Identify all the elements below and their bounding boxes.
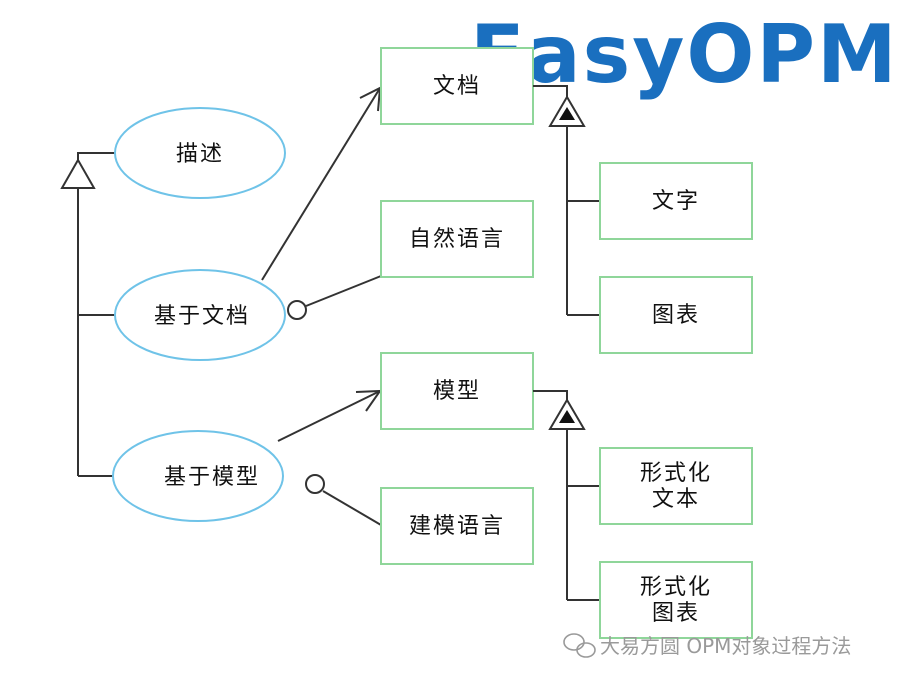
box-model: 模型 [380, 352, 534, 430]
ellipse-describe-label: 描述 [176, 142, 224, 167]
box-document-label: 文档 [433, 74, 481, 99]
generalization-connector-model [533, 390, 600, 601]
box-chart-label: 图表 [652, 303, 700, 328]
box-text: 文字 [599, 162, 753, 240]
box-natural-language: 自然语言 [380, 200, 534, 278]
ellipse-describe: 描述 [114, 107, 286, 199]
box-formal-chart: 形式化 图表 [599, 561, 753, 639]
box-natural-language-label: 自然语言 [409, 227, 505, 252]
ellipse-doc-based-label: 基于文档 [154, 304, 250, 329]
box-formal-text-line2: 文本 [652, 487, 700, 512]
generalization-triangle-model-inner [559, 410, 575, 423]
box-modeling-language-label: 建模语言 [409, 514, 505, 539]
box-formal-text-line1: 形式化 [640, 461, 712, 486]
arrow-model-based-to-model [277, 389, 382, 442]
generalization-triangle-left [60, 157, 96, 189]
generalization-triangle-document-inner [559, 107, 575, 120]
easyopm-logo: EasyOPM [470, 8, 899, 101]
generalization-connector-left [77, 152, 118, 477]
ellipse-model-based: 基于模型 [112, 430, 284, 522]
ellipse-doc-based: 基于文档 [114, 269, 286, 361]
arrow-doc-based-to-document [261, 86, 382, 281]
watermark-text: 大易方圆 OPM对象过程方法 [600, 634, 851, 658]
box-model-label: 模型 [433, 379, 481, 404]
box-chart: 图表 [599, 276, 753, 354]
chat-bubble-icon [563, 633, 596, 658]
watermark: 大易方圆 OPM对象过程方法 [563, 633, 851, 658]
box-document: 文档 [380, 47, 534, 125]
box-text-label: 文字 [652, 189, 700, 214]
ellipse-model-based-label: 基于模型 [164, 465, 260, 490]
link-doc-based-to-natural-language [287, 275, 382, 320]
generalization-connector-document [533, 85, 600, 316]
box-formal-text: 形式化 文本 [599, 447, 753, 525]
box-modeling-language: 建模语言 [380, 487, 534, 565]
link-model-based-to-modeling-language [305, 474, 382, 526]
box-formal-chart-line2: 图表 [652, 601, 700, 626]
box-formal-chart-line1: 形式化 [640, 575, 712, 600]
